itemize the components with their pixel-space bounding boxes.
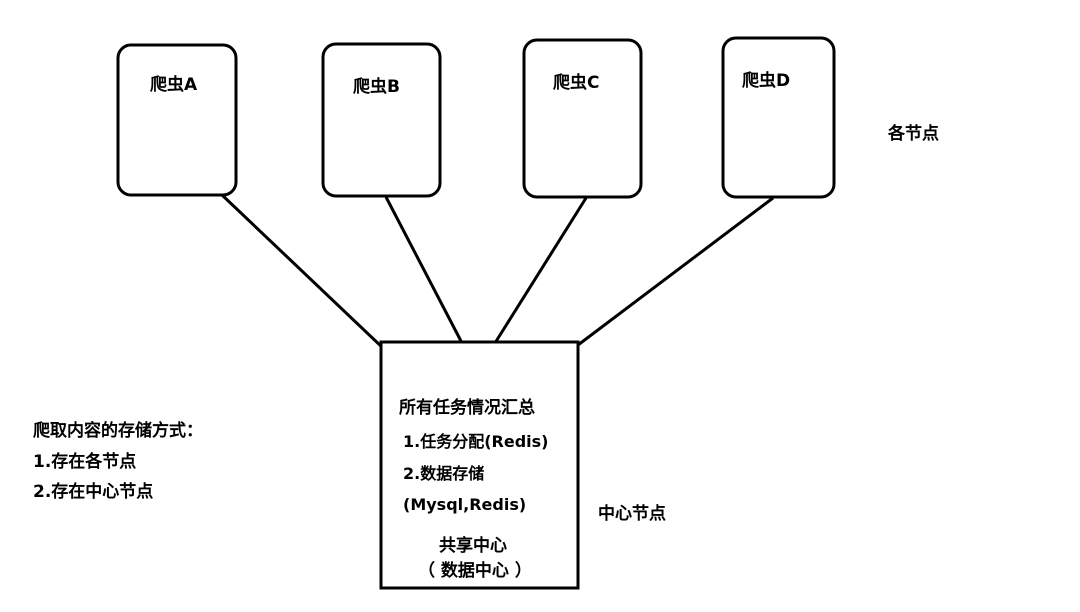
node-crawler-a bbox=[116, 43, 238, 197]
storage-option-1: 1.存在各节点 bbox=[33, 452, 137, 472]
center-node-label: 中心节点 bbox=[598, 504, 666, 524]
node-crawler-c bbox=[522, 38, 643, 199]
center-item-1: 1.任务分配(Redis) bbox=[403, 432, 549, 451]
node-group-label: 各节点 bbox=[888, 124, 939, 144]
crawler-c-label: 爬虫C bbox=[553, 73, 600, 93]
center-item-2: 2.数据存储 bbox=[403, 464, 485, 483]
node-center bbox=[379, 340, 580, 590]
center-footer-2: （ 数据中心 ） bbox=[418, 561, 532, 581]
edge-crawler-d-center bbox=[577, 196, 774, 347]
node-crawler-d bbox=[721, 36, 836, 199]
center-footer-1: 共享中心 bbox=[439, 536, 507, 556]
edge-crawler-a-center bbox=[220, 193, 385, 350]
crawler-b-label: 爬虫B bbox=[353, 77, 400, 97]
edge-crawler-c-center bbox=[493, 197, 588, 344]
storage-option-2: 2.存在中心节点 bbox=[33, 482, 154, 502]
node-crawler-b bbox=[321, 42, 442, 198]
center-item-2b: (Mysql,Redis) bbox=[403, 495, 527, 514]
crawler-d-label: 爬虫D bbox=[742, 71, 791, 91]
center-title: 所有任务情况汇总 bbox=[399, 398, 535, 418]
edge-crawler-b-center bbox=[384, 196, 464, 344]
crawler-a-label: 爬虫A bbox=[150, 75, 198, 95]
storage-title: 爬取内容的存储方式： bbox=[33, 421, 203, 441]
